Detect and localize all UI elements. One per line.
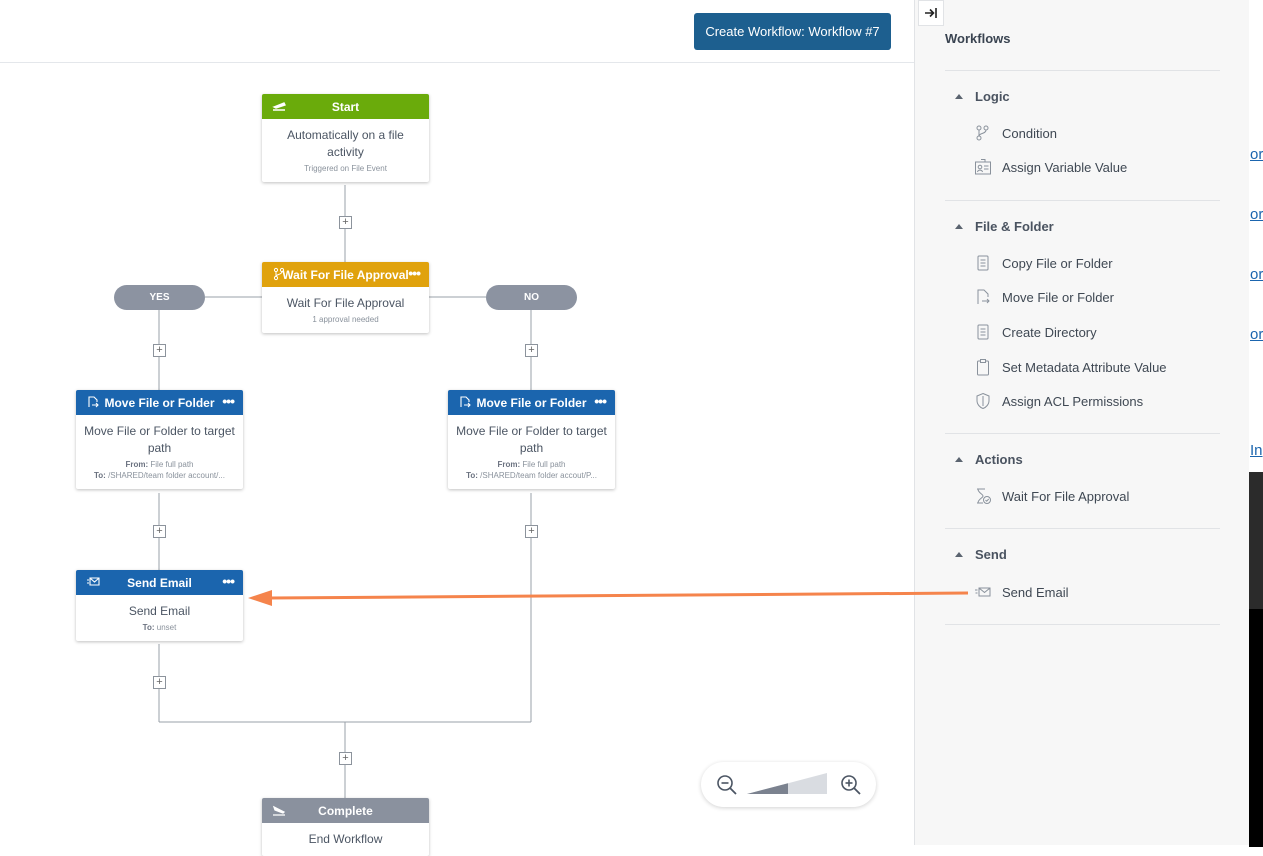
add-step-button[interactable]: + bbox=[153, 344, 166, 357]
move-file-node-no[interactable]: Move File or Folder ••• Move File or Fol… bbox=[448, 390, 615, 489]
background-link[interactable]: In bbox=[1250, 442, 1263, 459]
send-email-title: Send Email bbox=[127, 575, 192, 590]
section-logic[interactable]: Logic bbox=[975, 89, 1010, 104]
move-file-icon bbox=[88, 396, 99, 408]
email-icon bbox=[87, 577, 100, 586]
divider bbox=[945, 624, 1220, 625]
landing-icon bbox=[272, 805, 286, 816]
sidebar-item-condition[interactable]: Condition bbox=[974, 122, 1057, 144]
variable-icon bbox=[975, 159, 991, 175]
section-actions[interactable]: Actions bbox=[975, 452, 1023, 467]
start-node-title: Start bbox=[331, 99, 360, 114]
directory-icon bbox=[977, 324, 989, 340]
sidebar-item-assign-acl[interactable]: Assign ACL Permissions bbox=[974, 390, 1143, 412]
wait-approval-header: Wait For File Approval ••• bbox=[262, 262, 429, 287]
collapse-caret-icon[interactable] bbox=[955, 94, 963, 99]
complete-node-title: Complete bbox=[318, 803, 373, 818]
zoom-slider[interactable] bbox=[747, 773, 829, 795]
divider bbox=[945, 70, 1220, 71]
wait-approval-node[interactable]: Wait For File Approval ••• Wait For File… bbox=[262, 262, 429, 333]
email-icon bbox=[975, 587, 991, 597]
background-window-dark bbox=[1249, 472, 1263, 609]
divider bbox=[945, 200, 1220, 201]
zoom-in-icon[interactable] bbox=[840, 774, 862, 796]
zoom-control bbox=[701, 762, 876, 807]
send-email-description: Send Email bbox=[128, 604, 191, 618]
branch-icon bbox=[976, 125, 989, 141]
create-workflow-button[interactable]: Create Workflow: Workflow #7 bbox=[694, 13, 891, 50]
add-step-button[interactable]: + bbox=[153, 676, 166, 689]
background-link[interactable]: or bbox=[1250, 206, 1263, 223]
workflows-sidebar bbox=[914, 0, 1250, 845]
wait-approval-title: Wait For File Approval bbox=[282, 267, 409, 282]
sidebar-item-send-email[interactable]: Send Email bbox=[974, 581, 1068, 603]
sidebar-item-assign-variable[interactable]: Assign Variable Value bbox=[974, 156, 1127, 178]
background-window-black bbox=[1249, 609, 1263, 847]
move-file-icon bbox=[977, 289, 990, 304]
start-node-description: Automatically on a file activity bbox=[287, 128, 404, 159]
move-file-icon bbox=[460, 396, 471, 408]
sidebar-item-set-metadata[interactable]: Set Metadata Attribute Value bbox=[974, 356, 1167, 378]
collapse-sidebar-button[interactable] bbox=[918, 0, 944, 26]
collapse-right-icon bbox=[925, 8, 937, 18]
collapse-caret-icon[interactable] bbox=[955, 457, 963, 462]
complete-node-header: Complete bbox=[262, 798, 429, 823]
takeoff-icon bbox=[272, 102, 286, 111]
section-file-folder[interactable]: File & Folder bbox=[975, 219, 1054, 234]
move-file-title: Move File or Folder bbox=[104, 395, 215, 410]
add-step-button[interactable]: + bbox=[339, 216, 352, 229]
background-link[interactable]: or bbox=[1250, 326, 1263, 343]
move-file-description: Move File or Folder to target path bbox=[84, 424, 235, 455]
yes-branch-label: YES bbox=[114, 285, 205, 310]
move-file-description: Move File or Folder to target path bbox=[456, 424, 607, 455]
start-node[interactable]: Start Automatically on a file activity T… bbox=[262, 94, 429, 182]
sidebar-item-create-directory[interactable]: Create Directory bbox=[974, 321, 1097, 343]
background-link[interactable]: or bbox=[1250, 146, 1263, 163]
add-step-button[interactable]: + bbox=[525, 525, 538, 538]
approval-icon bbox=[977, 488, 991, 504]
add-step-button[interactable]: + bbox=[525, 344, 538, 357]
zoom-out-icon[interactable] bbox=[716, 774, 738, 796]
move-file-header: Move File or Folder ••• bbox=[76, 390, 243, 415]
sidebar-item-wait-approval[interactable]: Wait For File Approval bbox=[974, 485, 1129, 507]
start-node-header: Start bbox=[262, 94, 429, 119]
collapse-caret-icon[interactable] bbox=[955, 224, 963, 229]
complete-node[interactable]: Complete End Workflow bbox=[262, 798, 429, 856]
sidebar-item-move-file[interactable]: Move File or Folder bbox=[974, 286, 1114, 308]
section-send[interactable]: Send bbox=[975, 547, 1007, 562]
more-options-icon[interactable]: ••• bbox=[222, 393, 235, 409]
drag-annotation-arrow bbox=[248, 590, 969, 606]
move-file-title: Move File or Folder bbox=[476, 395, 587, 410]
more-options-icon[interactable]: ••• bbox=[222, 573, 235, 589]
canvas-toolbar bbox=[0, 0, 914, 63]
add-step-button[interactable]: + bbox=[153, 525, 166, 538]
copy-file-icon bbox=[977, 255, 989, 271]
move-file-header: Move File or Folder ••• bbox=[448, 390, 615, 415]
move-file-node-yes[interactable]: Move File or Folder ••• Move File or Fol… bbox=[76, 390, 243, 489]
complete-node-description: End Workflow bbox=[308, 832, 383, 846]
background-link[interactable]: or bbox=[1250, 266, 1263, 283]
send-email-node[interactable]: Send Email ••• Send Email To: unset bbox=[76, 570, 243, 641]
divider bbox=[945, 528, 1220, 529]
send-email-header: Send Email ••• bbox=[76, 570, 243, 595]
branch-icon bbox=[273, 267, 285, 281]
more-options-icon[interactable]: ••• bbox=[408, 265, 421, 281]
more-options-icon[interactable]: ••• bbox=[594, 393, 607, 409]
shield-icon bbox=[976, 392, 990, 410]
collapse-caret-icon[interactable] bbox=[955, 552, 963, 557]
no-branch-label: NO bbox=[486, 285, 577, 310]
sidebar-item-copy-file[interactable]: Copy File or Folder bbox=[974, 252, 1113, 274]
wait-approval-description: Wait For File Approval bbox=[286, 296, 405, 310]
divider bbox=[945, 433, 1220, 434]
clipboard-icon bbox=[977, 359, 989, 376]
sidebar-title: Workflows bbox=[945, 31, 1011, 46]
add-step-button[interactable]: + bbox=[339, 752, 352, 765]
